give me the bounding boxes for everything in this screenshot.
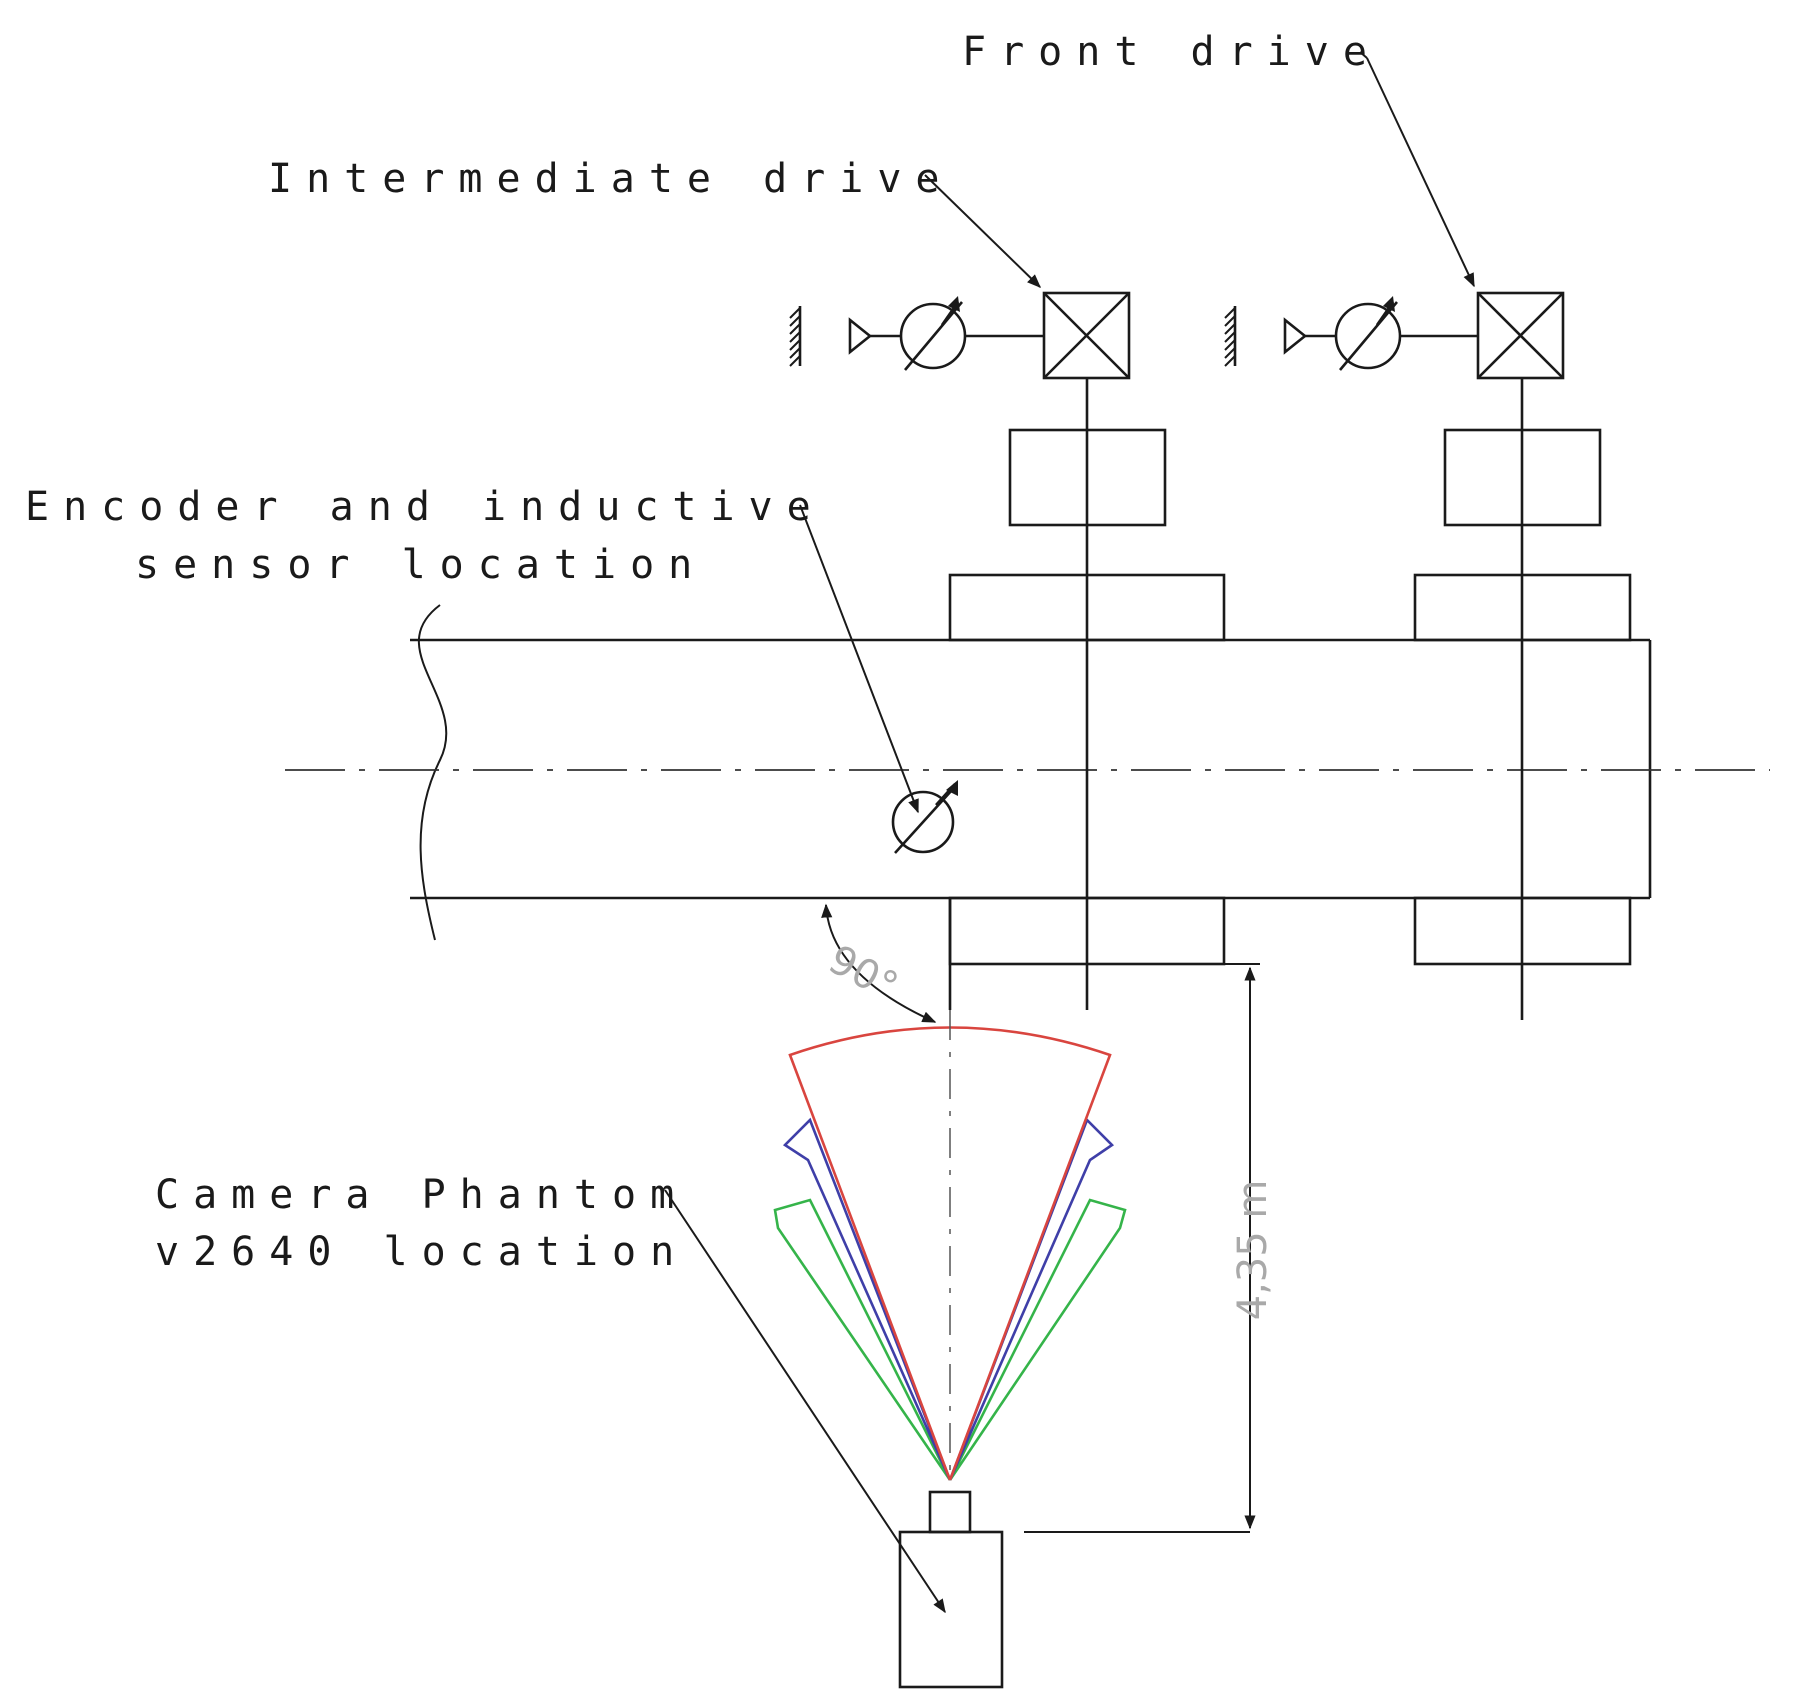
camera-label-line1: Camera Phantom bbox=[155, 1172, 688, 1218]
camera-body bbox=[898, 1530, 1004, 1689]
encoder-leader bbox=[799, 504, 919, 814]
camera-field-of-view bbox=[773, 1010, 1127, 1689]
intermediate-drive-label: Intermediate drive bbox=[268, 156, 953, 202]
camera-label-line2: v2640 location bbox=[155, 1229, 688, 1275]
encoder-label-line1: Encoder and inductive bbox=[25, 484, 825, 530]
intermediate-drive-assembly bbox=[789, 291, 1226, 1010]
camera-lens bbox=[928, 1490, 972, 1534]
encoder-sensor-symbol bbox=[891, 780, 958, 854]
angle-dimension-arc bbox=[821, 903, 937, 1023]
camera-leader bbox=[664, 1189, 946, 1614]
front-ground-icon bbox=[1283, 317, 1308, 355]
front-drive-assembly bbox=[1224, 291, 1632, 1020]
intermediate-drive-leader bbox=[924, 174, 1042, 288]
view-cone-green bbox=[773, 1198, 1127, 1481]
encoder-label-line2: sensor location bbox=[135, 542, 706, 588]
intermediate-ground-icon bbox=[848, 317, 873, 355]
leader-lines bbox=[664, 51, 1475, 1614]
shaft-break-line bbox=[417, 604, 448, 941]
main-shaft bbox=[285, 604, 1770, 941]
front-drive-label: Front drive bbox=[962, 29, 1381, 75]
encoder-icon bbox=[891, 790, 955, 854]
dimension-annotations: 4,35 m 90° bbox=[821, 903, 1276, 1533]
front-drive-leader bbox=[1359, 51, 1368, 59]
distance-dimension-text: 4,35 m bbox=[1230, 1180, 1276, 1321]
